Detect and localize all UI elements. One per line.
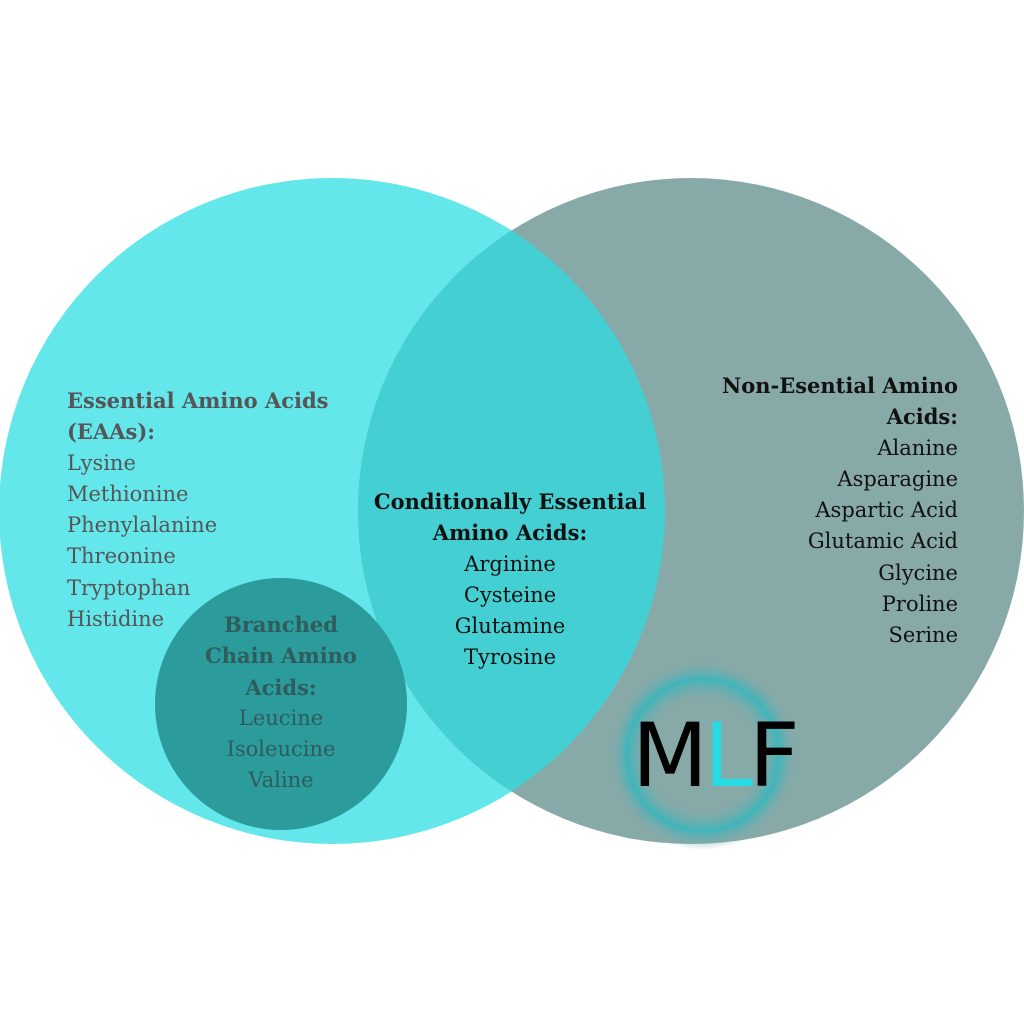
- mlf-logo: MLF: [632, 712, 800, 800]
- logo-f: F: [748, 704, 800, 807]
- non-essential-amino-acids-text: Non-Esential Amino Acids: Alanine Aspara…: [658, 370, 958, 652]
- list-item: Arginine: [464, 551, 556, 576]
- list-item: Aspartic Acid: [815, 498, 958, 523]
- essential-title: Essential Amino Acids: [67, 388, 329, 413]
- non-essential-title: Non-Esential Amino: [722, 373, 958, 398]
- list-item: Proline: [881, 592, 958, 617]
- list-item: Leucine: [238, 705, 324, 730]
- list-item: Alanine: [877, 435, 958, 460]
- essential-amino-acids-text: Essential Amino Acids (EAAs): Lysine Met…: [67, 385, 329, 635]
- list-item: Phenylalanine: [67, 513, 218, 538]
- list-item: Tryptophan: [67, 575, 191, 600]
- list-item: Isoleucine: [226, 737, 336, 762]
- overlap-region: [358, 178, 665, 844]
- list-item: Asparagine: [837, 466, 958, 491]
- list-item: Glycine: [878, 560, 958, 585]
- conditional-amino-acids-text: Conditionally Essential Amino Acids: Arg…: [360, 486, 660, 674]
- list-item: Lysine: [67, 450, 136, 475]
- bcaa-title-2: Chain Amino: [205, 643, 357, 669]
- list-item: Valine: [248, 768, 314, 793]
- essential-title-2: (EAAs):: [67, 419, 156, 445]
- logo-l: L: [703, 704, 753, 807]
- list-item: Histidine: [67, 607, 165, 632]
- bcaa-title: Branched: [224, 612, 338, 637]
- list-item: Cysteine: [463, 582, 557, 607]
- conditional-title-2: Amino Acids:: [432, 520, 588, 546]
- list-item: Glutamic Acid: [807, 529, 958, 554]
- bcaa-circle: [155, 578, 407, 830]
- list-item: Tyrosine: [464, 645, 556, 670]
- list-item: Glutamine: [454, 614, 566, 639]
- list-item: Serine: [888, 623, 958, 648]
- list-item: Methionine: [67, 481, 189, 506]
- bcaa-title-3: Acids:: [245, 674, 317, 700]
- logo-glow: [608, 660, 798, 850]
- conditional-title: Conditionally Essential: [373, 489, 647, 514]
- non-essential-title-2: Acids:: [886, 404, 958, 430]
- list-item: Threonine: [67, 544, 176, 569]
- logo-m: M: [632, 704, 708, 807]
- bcaa-text: Branched Chain Amino Acids: Leucine Isol…: [156, 609, 406, 797]
